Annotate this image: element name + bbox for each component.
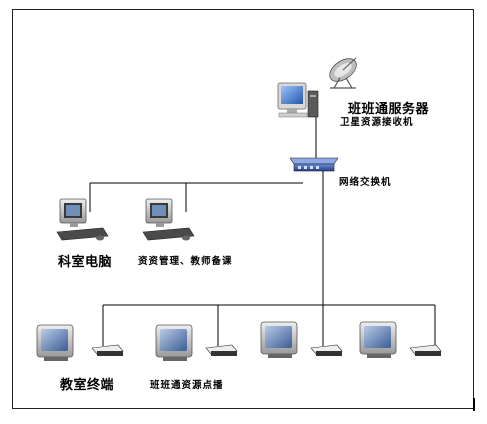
office-pc-label: 科室电脑 (58, 255, 113, 270)
resource-pc-label: 资资管理、教师备课 (138, 256, 233, 267)
server-computer-icon (277, 82, 319, 118)
server-subtitle-label: 卫星资源接收机 (340, 117, 414, 128)
diagram-frame (12, 9, 474, 409)
resource-pc-icon (142, 198, 195, 241)
set-top-box-icon (205, 344, 238, 356)
switch-label: 网络交换机 (339, 177, 392, 188)
set-top-box-icon (409, 344, 442, 356)
office-pc-icon (56, 198, 109, 241)
classroom-tv-icon (155, 324, 193, 361)
classroom-tv-icon (36, 324, 74, 361)
classroom-tv-icon (359, 321, 397, 358)
set-top-box-icon (91, 344, 124, 356)
classroom-terminal-label: 教室终端 (60, 378, 115, 393)
satellite-dish-icon (329, 57, 357, 89)
set-top-box-icon (310, 344, 343, 356)
corner-mark (473, 398, 475, 411)
connection-lines (89, 110, 436, 346)
server-title-label: 班班通服务器 (348, 102, 430, 117)
classroom-tv-icon (260, 321, 298, 358)
broadcast-label: 班班通资源点播 (150, 380, 224, 391)
network-switch-icon (289, 157, 339, 172)
